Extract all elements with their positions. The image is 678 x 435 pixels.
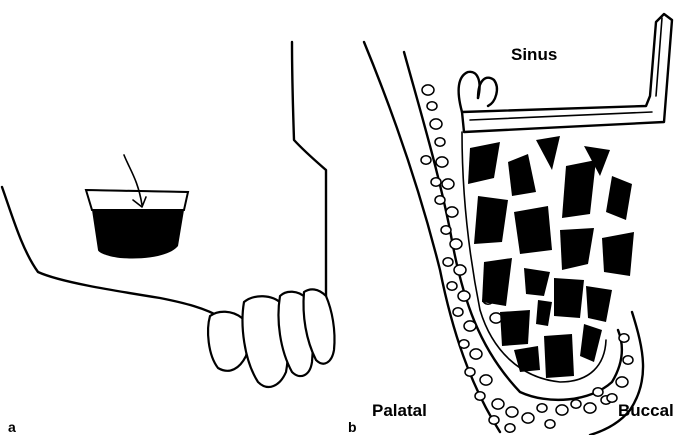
pore xyxy=(446,207,458,217)
pore xyxy=(545,420,555,429)
graft-particle xyxy=(500,310,530,346)
pore xyxy=(556,405,568,415)
pore xyxy=(492,399,504,409)
pore xyxy=(450,239,462,249)
pore xyxy=(593,388,603,397)
pore xyxy=(421,156,431,165)
pore xyxy=(537,404,547,413)
pore xyxy=(454,265,466,275)
sinus-membrane xyxy=(459,14,672,132)
pore xyxy=(607,394,617,403)
pore xyxy=(470,349,482,359)
graft-particle xyxy=(602,232,634,276)
pore xyxy=(623,356,633,365)
pore xyxy=(442,179,454,189)
graft-particle xyxy=(482,258,512,306)
graft-particle xyxy=(562,160,596,218)
pore xyxy=(489,416,499,425)
graft-particle xyxy=(544,334,574,378)
pore xyxy=(616,377,628,387)
graft-particle xyxy=(580,324,602,362)
pore xyxy=(571,400,581,409)
pore xyxy=(431,178,441,187)
pore xyxy=(584,403,596,413)
pore xyxy=(441,226,451,235)
graft-particle xyxy=(560,228,594,270)
window-top-lip xyxy=(86,190,188,210)
pore xyxy=(436,157,448,167)
window-fill xyxy=(92,210,184,259)
graft-particle xyxy=(536,300,552,326)
pore xyxy=(458,291,470,301)
label-palatal: Palatal xyxy=(372,401,427,420)
pore xyxy=(475,392,485,401)
graft-particle xyxy=(554,278,584,318)
pore xyxy=(430,119,442,129)
pore xyxy=(465,368,475,377)
graft-particles xyxy=(468,136,634,378)
pore xyxy=(619,334,629,343)
pore xyxy=(480,375,492,385)
cortical-pores xyxy=(421,85,633,432)
membrane-fold xyxy=(478,78,497,106)
pore xyxy=(435,138,445,147)
pore xyxy=(443,258,453,267)
pore xyxy=(447,282,457,291)
graft-particle xyxy=(586,286,612,322)
pore xyxy=(435,196,445,205)
panel-mark-right: b xyxy=(348,419,357,435)
graft-particle xyxy=(606,176,632,220)
pore xyxy=(422,85,434,95)
pore xyxy=(427,102,437,111)
graft-particle xyxy=(474,196,508,244)
sinus-window xyxy=(86,190,188,259)
pore xyxy=(505,424,515,433)
graft-particle xyxy=(524,268,550,296)
graft-particle xyxy=(536,136,560,170)
graft-particle xyxy=(468,142,500,184)
label-buccal: Buccal xyxy=(618,401,674,420)
graft-particle xyxy=(514,346,540,372)
pore xyxy=(453,308,463,317)
membrane-fold xyxy=(459,72,480,112)
left-panel-maxilla: a xyxy=(2,42,335,435)
right-panel-cross-section: Sinus Palatal Buccal b xyxy=(348,14,674,435)
label-sinus: Sinus xyxy=(511,45,557,64)
graft-particle xyxy=(514,206,552,254)
anterior-profile xyxy=(292,42,326,322)
pore xyxy=(506,407,518,417)
maxillary-teeth xyxy=(208,289,334,387)
graft-particle xyxy=(508,154,536,196)
pore xyxy=(522,413,534,423)
panel-mark-left: a xyxy=(8,419,16,435)
pore xyxy=(464,321,476,331)
pore xyxy=(459,340,469,349)
